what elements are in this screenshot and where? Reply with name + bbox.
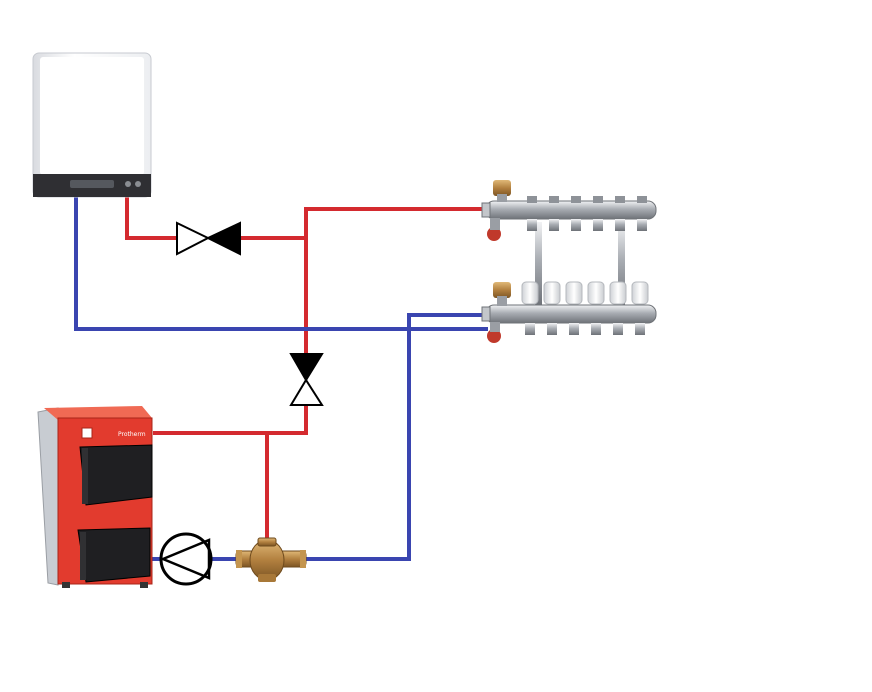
check-valve-top [176, 221, 241, 256]
check-valve-middle-open-triangle [289, 378, 324, 406]
manifold-thermostatic-caps [521, 281, 649, 305]
floor-heating-manifold [481, 180, 657, 343]
check-valve-middle-filled-triangle [289, 353, 324, 382]
solid-boiler-supply-pipe [153, 405, 308, 435]
check-valve-top-filled-triangle [205, 221, 241, 256]
return-pipe-to-mixing-valve [306, 313, 488, 561]
solid-boiler-logo: Protherm [118, 431, 146, 438]
check-valve-middle [289, 353, 324, 406]
gas-boiler-return-pipe [74, 196, 488, 331]
supply-pipe-to-manifold [240, 207, 488, 240]
manifold-return-bar [481, 281, 657, 343]
gas-boiler [32, 52, 152, 198]
manifold-return-outlets [525, 323, 645, 335]
pump-direction-triangle [159, 538, 211, 580]
check-valve-top-open-triangle [176, 221, 211, 256]
supply-pipes [125, 196, 488, 544]
solid-fuel-boiler: Protherm [37, 406, 153, 588]
gas-boiler-supply-pipe [125, 196, 176, 240]
three-way-mixing-valve [235, 537, 307, 582]
manifold-supply-bar [481, 180, 657, 241]
manifold-supply-outlets [527, 196, 647, 231]
circulation-pump [159, 532, 213, 586]
